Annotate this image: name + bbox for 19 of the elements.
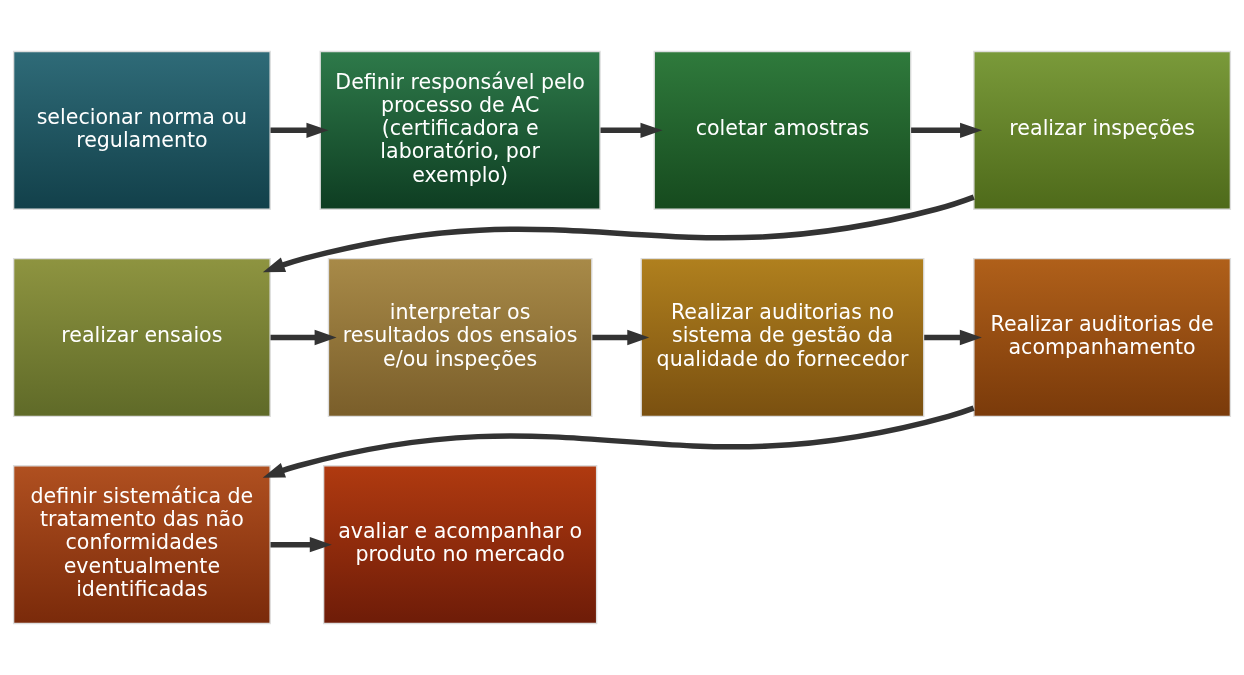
arrow [270,329,337,346]
arrow [262,194,975,273]
node-box: avaliar e acompanhar o produto no mercado [322,465,598,625]
node-box: realizar ensaios [12,257,271,418]
node-box: Definir responsável pelo processo de AC (certificadora e laboratório, por exemplo) [319,50,601,210]
arrow [911,122,983,139]
arrow [270,536,332,553]
arrow [270,122,329,139]
arrow [262,405,975,478]
node-box: selecionar norma ou regulamento [12,50,271,210]
node-box: Realizar auditorias de acompanhamento [973,257,1232,418]
arrow [600,122,663,139]
arrow [924,329,982,346]
arrow [592,329,650,346]
node-box: definir sistemática de tratamento das não conformidades eventualmente identificadas [12,465,271,625]
node-box: coletar amostras [653,50,912,210]
node-box: Realizar auditorias no sistema de gestão da qualidade do fornecedor [640,257,925,418]
node-box: realizar inspeções [973,50,1232,210]
node-box: interpretar os resultados dos ensaios e/ou inspeções [327,257,593,418]
